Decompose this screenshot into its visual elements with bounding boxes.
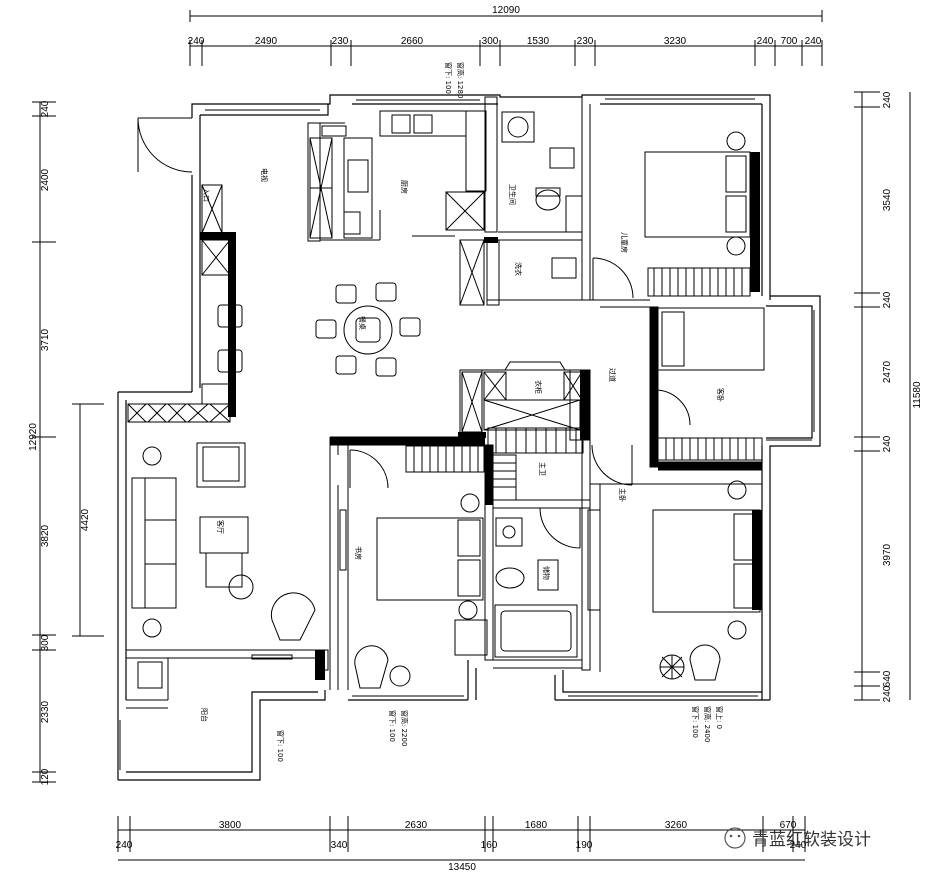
top-dim-2: 2490 <box>255 36 278 47</box>
right-dim-5: 240 <box>882 435 893 452</box>
bedroom-middle-furniture <box>657 307 765 461</box>
master-bath-fixtures <box>494 509 601 658</box>
label-bath-top: 卫生间 <box>508 184 517 205</box>
watermark: 青蓝红软装设计 <box>724 827 871 850</box>
bottom2-dim-1: 240 <box>116 840 133 851</box>
right-dim-2: 3540 <box>882 188 893 211</box>
label-kitchen: 厨房 <box>400 180 409 194</box>
watermark-text: 青蓝红软装设计 <box>752 830 871 850</box>
label-closet: 衣柜 <box>534 380 543 394</box>
bottom2-dim-3: 160 <box>481 840 498 851</box>
top-dim-7: 230 <box>577 36 594 47</box>
doors <box>137 117 691 549</box>
inner-walls <box>126 96 762 709</box>
bottom-dim-2: 2630 <box>405 820 428 831</box>
label-bed-top: 儿童房 <box>620 232 629 253</box>
windows <box>119 98 815 770</box>
top-dimension-text: 12090 240 2490 230 2660 300 1530 230 323… <box>188 5 822 47</box>
bottom2-dim-4: 190 <box>576 840 593 851</box>
corridor-closet <box>461 361 584 501</box>
right-dim-7: 640 <box>882 670 893 687</box>
label-storage: 储物 <box>542 566 551 580</box>
bottom-dim-3: 1680 <box>525 820 548 831</box>
right-dim-6: 3970 <box>882 543 893 566</box>
left-dim-4: 4420 <box>80 508 91 531</box>
top-dim-6: 1530 <box>527 36 550 47</box>
left-dimension-lines <box>32 101 104 783</box>
right-dim-1: 240 <box>882 91 893 108</box>
bottom-dim-1: 3800 <box>219 820 242 831</box>
right-dim-total: 11580 <box>912 381 923 409</box>
right-dim-4: 2470 <box>882 360 893 383</box>
right-dimension-lines <box>854 91 911 701</box>
note-right-b: 窗高: 2400 <box>703 706 712 742</box>
wechat-logo-icon <box>724 827 746 849</box>
window-notes: 窗高: 1280 窗下: 100 窗高: 2200 窗下: 100 窗上: 0 … <box>276 62 724 762</box>
label-living-tv: 电视 <box>260 168 269 182</box>
bottom-dimension-text: 3800 2630 1680 3260 670 240 340 160 190 … <box>116 820 807 873</box>
left-dim-2: 2400 <box>40 168 51 191</box>
note-top-a: 窗高: 1280 <box>456 62 465 98</box>
left-dim-8: 120 <box>40 768 51 785</box>
bottom2-dim-2: 340 <box>331 840 348 851</box>
right-dim-8: 240 <box>882 685 893 702</box>
note-mid-a: 窗高: 2200 <box>400 710 409 746</box>
label-entrance: 入口 <box>202 188 210 202</box>
bathroom-top-fixtures <box>501 111 583 279</box>
note-mid-b: 窗下: 100 <box>388 710 397 742</box>
left-dim-5: 3820 <box>40 524 51 547</box>
top-dim-9: 240 <box>757 36 774 47</box>
wall-hatching <box>200 152 762 680</box>
left-dim-total: 12920 <box>28 423 39 451</box>
bottom-total-dim: 13450 <box>448 862 476 873</box>
label-living: 客厅 <box>216 520 225 534</box>
outer-walls <box>117 94 821 781</box>
top-dimension-lines <box>189 10 823 66</box>
label-master-bed: 主卧 <box>618 488 627 502</box>
note-left-low: 窗下: 100 <box>276 730 285 762</box>
left-dim-6: 300 <box>40 634 51 651</box>
living-room-furniture <box>127 184 316 689</box>
top-dim-5: 300 <box>482 36 499 47</box>
room-labels: 电视 厨房 餐桌 卫生间 洗衣 儿童房 客卧 衣柜 过道 主卧 主卫 储物 书房… <box>200 168 725 722</box>
bottom-dim-5: 670 <box>780 820 797 831</box>
top-dim-3: 230 <box>332 36 349 47</box>
top-dim-10: 700 <box>781 36 798 47</box>
label-bed-mid: 客卧 <box>716 388 725 402</box>
right-dimension-text: 240 3540 240 2470 240 3970 11580 640 240 <box>882 91 923 702</box>
left-dim-7: 2330 <box>40 700 51 723</box>
label-dining-table: 餐桌 <box>358 316 367 330</box>
top-dim-11: 240 <box>805 36 822 47</box>
top-dim-8: 3230 <box>664 36 687 47</box>
bottom2-dim-5: 240 <box>790 840 807 851</box>
label-study-bed: 书房 <box>354 546 363 560</box>
note-right-a: 窗上: 0 <box>715 706 724 729</box>
label-hall: 过道 <box>608 368 617 382</box>
label-balcony: 阳台 <box>200 708 209 722</box>
bedroom-top-furniture <box>644 131 751 297</box>
kitchen-fixtures <box>309 110 485 306</box>
note-top-b: 窗下: 100 <box>444 62 453 94</box>
right-dim-3: 240 <box>882 291 893 308</box>
left-dim-1: 240 <box>40 100 51 117</box>
master-bedroom-furniture <box>652 480 761 681</box>
bottom-dimension-lines <box>117 816 806 861</box>
note-right-c: 窗下: 100 <box>691 706 700 738</box>
left-dimension-text: 240 2400 3710 12920 4420 3820 300 2330 1… <box>28 100 91 785</box>
top-dim-4: 2660 <box>401 36 424 47</box>
bedroom-center-furniture <box>339 445 488 689</box>
left-dim-3: 3710 <box>40 328 51 351</box>
label-wash: 洗衣 <box>514 262 523 276</box>
bottom-dim-4: 3260 <box>665 820 688 831</box>
label-master-bath: 主卫 <box>538 462 547 476</box>
top-dim-1: 240 <box>188 36 205 47</box>
dining-set <box>217 282 421 377</box>
top-total-dim: 12090 <box>492 5 520 16</box>
